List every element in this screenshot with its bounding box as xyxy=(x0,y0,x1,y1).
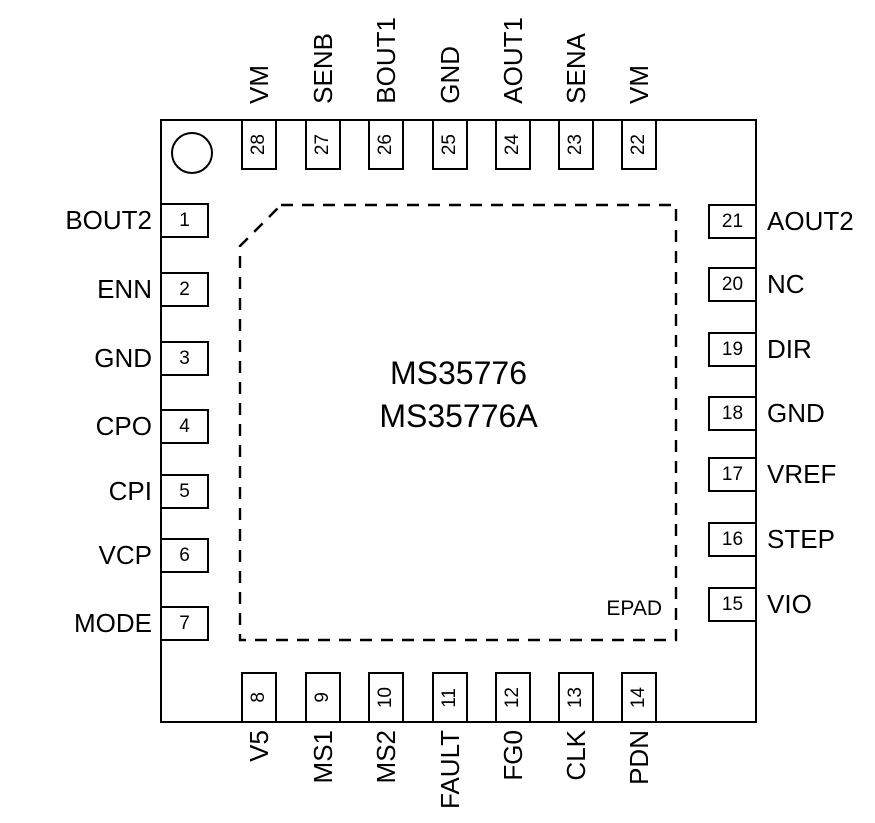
pin-number-2: 2 xyxy=(179,278,190,300)
pin-number-4: 4 xyxy=(179,415,190,437)
pin-number-26: 26 xyxy=(375,133,396,156)
pin-box-16: 16 xyxy=(708,522,757,557)
pin-box-5: 5 xyxy=(160,474,209,509)
pin-label-6: VCP xyxy=(98,540,152,570)
pin-box-26: 26 xyxy=(368,119,404,170)
pin-box-17: 17 xyxy=(708,457,757,492)
pin-box-3: 3 xyxy=(160,341,209,376)
pin-label-8: V5 xyxy=(244,730,274,762)
pin-label-16: STEP xyxy=(767,524,835,554)
pin-box-14: 14 xyxy=(621,672,657,723)
pin-box-23: 23 xyxy=(558,119,594,170)
pin-box-1: 1 xyxy=(160,203,209,238)
pin-number-21: 21 xyxy=(721,210,744,232)
pin-box-19: 19 xyxy=(708,332,757,367)
pin-number-24: 24 xyxy=(502,133,523,156)
pin-box-15: 15 xyxy=(708,587,757,622)
pin1-indicator-circle xyxy=(171,132,213,174)
pin-box-25: 25 xyxy=(432,119,468,170)
pin-box-13: 13 xyxy=(558,672,594,723)
pin-number-1: 1 xyxy=(179,209,190,231)
pin-number-3: 3 xyxy=(179,347,190,369)
pin-number-16: 16 xyxy=(721,528,744,550)
pin-label-13: CLK xyxy=(561,730,591,781)
pin-number-27: 27 xyxy=(312,133,333,156)
pin-label-24: AOUT1 xyxy=(498,17,528,104)
pin-box-10: 10 xyxy=(368,672,404,723)
pin-number-22: 22 xyxy=(628,133,649,156)
pin-label-1: BOUT2 xyxy=(65,205,152,235)
pin-number-13: 13 xyxy=(565,686,586,709)
pin-number-15: 15 xyxy=(721,593,744,615)
pin-number-8: 8 xyxy=(248,692,269,703)
pin-label-2: ENN xyxy=(97,274,152,304)
pin-box-2: 2 xyxy=(160,272,209,307)
pin-label-11: FAULT xyxy=(435,730,465,809)
pin-box-21: 21 xyxy=(708,204,757,239)
pin-number-5: 5 xyxy=(179,480,190,502)
pin-label-23: SENA xyxy=(561,33,591,104)
pin-number-9: 9 xyxy=(312,692,333,703)
pin-label-17: VREF xyxy=(767,459,837,489)
pin-number-11: 11 xyxy=(439,687,460,708)
pin-label-9: MS1 xyxy=(308,730,338,784)
chip-title-line1: MS35776 xyxy=(390,355,527,391)
pin-label-15: VIO xyxy=(767,589,812,619)
pin-label-19: DIR xyxy=(767,334,812,364)
pin-number-28: 28 xyxy=(248,133,269,156)
pin-number-17: 17 xyxy=(721,463,744,485)
pin-box-11: 11 xyxy=(432,672,468,723)
pin-label-3: GND xyxy=(94,343,152,373)
pin-box-28: 28 xyxy=(241,119,277,170)
pin-box-8: 8 xyxy=(241,672,277,723)
pin-box-6: 6 xyxy=(160,538,209,573)
pin-label-28: VM xyxy=(244,65,274,104)
pin-number-19: 19 xyxy=(721,338,744,360)
pin-number-12: 12 xyxy=(502,686,523,709)
pin-label-14: PDN xyxy=(624,730,654,785)
pin-label-18: GND xyxy=(767,398,825,428)
pin-number-18: 18 xyxy=(721,402,744,424)
pin-label-10: MS2 xyxy=(371,730,401,784)
pin-box-12: 12 xyxy=(495,672,531,723)
pin-number-14: 14 xyxy=(628,686,649,709)
pin-label-20: NC xyxy=(767,269,805,299)
chip-title: MS35776 MS35776A xyxy=(160,352,757,438)
pin-label-21: AOUT2 xyxy=(767,206,854,236)
pin-label-4: CPO xyxy=(95,411,152,441)
pin-number-10: 10 xyxy=(375,686,396,709)
pin-label-5: CPI xyxy=(108,476,152,506)
pin-label-22: VM xyxy=(624,65,654,104)
pin-label-12: FG0 xyxy=(498,730,528,781)
pin-box-24: 24 xyxy=(495,119,531,170)
pin-number-20: 20 xyxy=(721,273,744,295)
pin-box-9: 9 xyxy=(305,672,341,723)
pin-number-25: 25 xyxy=(439,133,460,156)
pin-box-18: 18 xyxy=(708,396,757,431)
pin-label-7: MODE xyxy=(74,608,152,638)
pin-label-25: GND xyxy=(435,46,465,104)
pin-label-26: BOUT1 xyxy=(371,17,401,104)
pin-number-7: 7 xyxy=(179,612,190,634)
pin-number-6: 6 xyxy=(179,544,190,566)
pin-label-27: SENB xyxy=(308,33,338,104)
pin-box-4: 4 xyxy=(160,409,209,444)
pin-box-20: 20 xyxy=(708,267,757,302)
chip-title-line2: MS35776A xyxy=(379,398,538,434)
pin-box-22: 22 xyxy=(621,119,657,170)
pin-box-27: 27 xyxy=(305,119,341,170)
pin-box-7: 7 xyxy=(160,606,209,641)
pin-number-23: 23 xyxy=(565,133,586,156)
epad-label: EPAD xyxy=(606,597,662,620)
